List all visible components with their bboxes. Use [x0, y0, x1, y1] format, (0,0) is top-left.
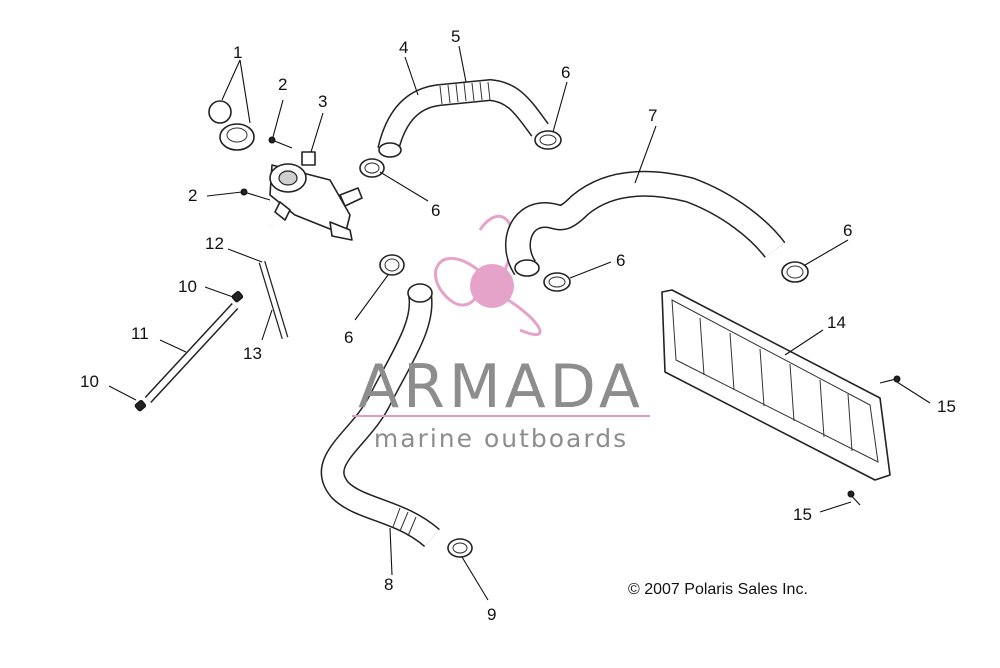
callout-6-center: 6 — [616, 251, 625, 270]
callout-9: 9 — [487, 605, 496, 624]
callout-2-left: 2 — [188, 186, 197, 205]
callout-12: 12 — [205, 234, 224, 253]
part-6-clamp-d — [543, 272, 571, 292]
part-15-bolt-b — [847, 490, 861, 506]
part-1-cap — [208, 100, 255, 151]
callout-numbers: 1 2 2 3 4 5 6 6 6 6 6 7 8 9 10 10 11 12 … — [80, 27, 956, 624]
watermark-logo — [433, 214, 542, 336]
part-12-13-hoses — [256, 224, 289, 340]
leader-lines — [108, 45, 931, 601]
callout-3: 3 — [318, 92, 327, 111]
watermark-title: ARMADA — [358, 352, 644, 422]
part-7-hose — [504, 170, 786, 277]
part-6-clamp-c — [379, 254, 405, 276]
callout-11: 11 — [131, 324, 149, 343]
callout-6-low: 6 — [344, 328, 353, 347]
part-9-clamp — [447, 538, 473, 558]
callout-14: 14 — [827, 313, 846, 332]
watermark-subtitle: marine outboards — [373, 424, 629, 453]
callout-5: 5 — [451, 27, 460, 46]
part-15-bolt-a — [879, 375, 901, 384]
callout-15-top: 15 — [937, 397, 956, 416]
callout-6-top: 6 — [561, 63, 570, 82]
callout-6-right: 6 — [843, 221, 852, 240]
callout-8: 8 — [384, 575, 393, 594]
watermark-rule — [352, 415, 650, 417]
part-6-clamp-e — [781, 261, 809, 283]
part-2-screw-top — [268, 136, 293, 149]
part-6-clamp-b — [359, 158, 385, 178]
part-4-5-upper-hose — [377, 78, 549, 158]
callout-10-top: 10 — [178, 277, 197, 296]
callout-2-top: 2 — [278, 75, 287, 94]
part-11-tube — [144, 302, 239, 404]
callout-10-bottom: 10 — [80, 372, 99, 391]
part-3-reservoir — [269, 151, 363, 241]
callout-4: 4 — [399, 38, 408, 57]
callout-13: 13 — [243, 344, 262, 363]
copyright-notice: © 2007 Polaris Sales Inc. — [628, 581, 808, 598]
part-14-plate — [661, 289, 891, 481]
part-8-hose — [320, 283, 440, 548]
part-10-cap-bottom — [134, 400, 147, 412]
part-6-clamp-a — [534, 130, 562, 150]
callout-6-mid: 6 — [431, 201, 440, 220]
callout-15-bottom: 15 — [793, 505, 812, 524]
callout-7: 7 — [648, 106, 657, 125]
part-2-screw-left — [240, 188, 271, 201]
callout-1: 1 — [233, 43, 242, 62]
part-10-cap-top — [231, 291, 244, 303]
